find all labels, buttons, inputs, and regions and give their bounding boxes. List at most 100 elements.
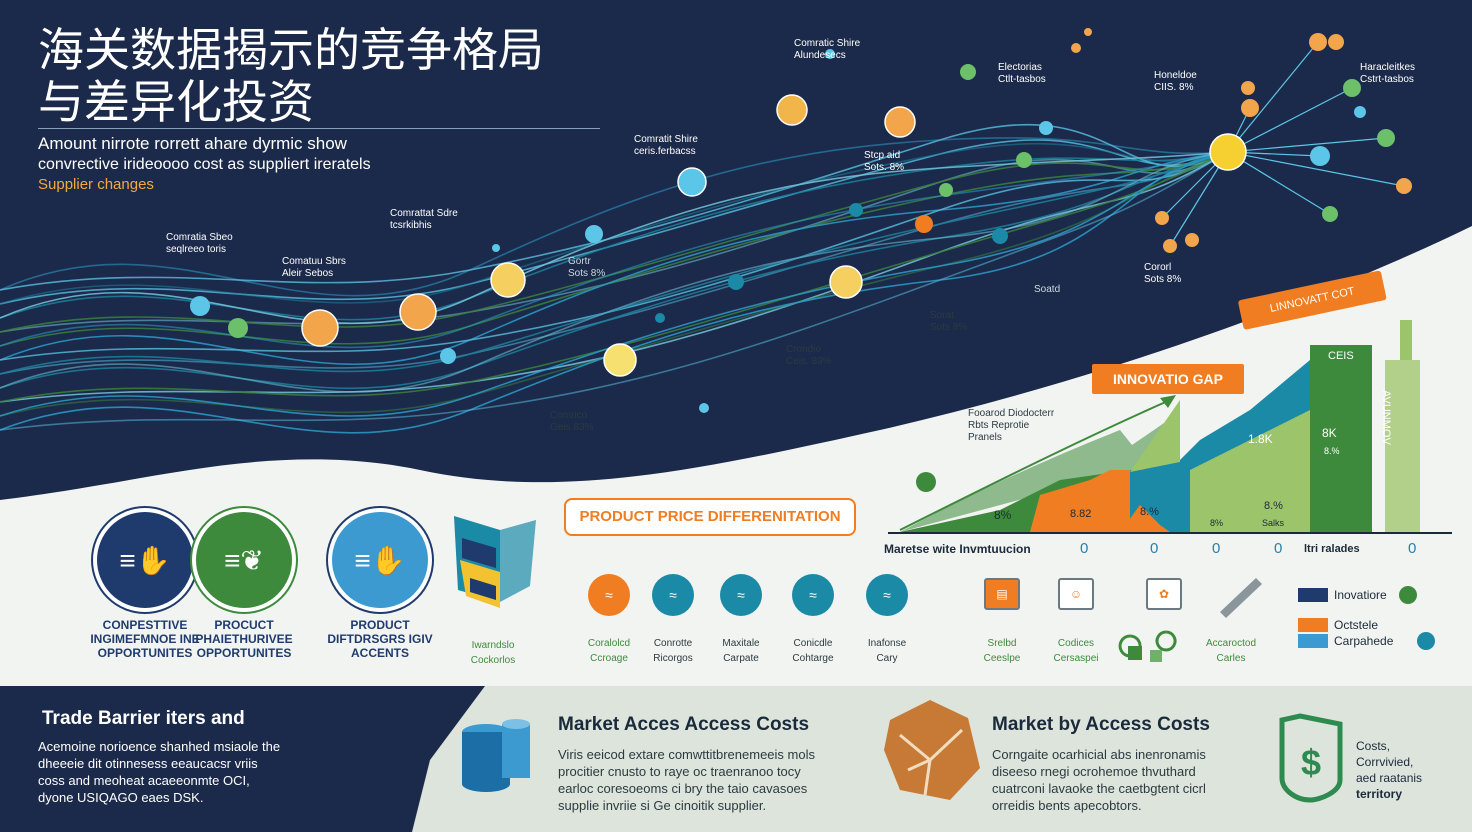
footer-text-middle: Viris eeicod extare comwttitbrenemeeis m… [558, 747, 815, 813]
network-node [825, 49, 835, 59]
network-node [1328, 34, 1344, 50]
chart-hand-icon: ≡✋ [97, 512, 193, 608]
network-node [829, 265, 863, 299]
card-label-3: OPPORTUNITES [97, 646, 193, 660]
product-price-banner: PRODUCT PRICE DIFFERENITATION [564, 498, 856, 536]
chart-value: Salks [1262, 518, 1285, 528]
network-node [585, 225, 603, 243]
chart-note: Fooarod Diodocterr Rbts Reprotie Pranels [968, 408, 1055, 443]
box-item: ▤ Srelbd Ceeslpe [972, 578, 1032, 666]
network-node [1016, 152, 1032, 168]
box-item: ✿ [1144, 578, 1184, 610]
network-node [492, 244, 500, 252]
network-line [0, 151, 1229, 333]
opportunity-card-text: PRODUCT DIFTDRSGRS IGIV ACCENTS [327, 618, 433, 660]
network-line [0, 151, 1229, 417]
chart-value: CEIS [1328, 350, 1354, 362]
network-spoke [1227, 41, 1319, 153]
network-line [0, 151, 1229, 347]
network-spoke [1227, 137, 1387, 153]
network-line [0, 151, 1229, 349]
page-title: 海关数据揭示的竞争格局 与差异化投资 [38, 24, 638, 128]
card-label-2: INGIMEFMNOE INE [90, 632, 200, 646]
opportunity-card: ≡✋ [332, 512, 428, 608]
network-node [1241, 81, 1255, 95]
network-node [228, 318, 248, 338]
title-line-1: 海关数据揭示的竞争格局 [38, 23, 544, 77]
network-spoke [1227, 151, 1405, 187]
metric-item: ≈ Conrotte Ricorgos [648, 574, 698, 666]
network-node [1354, 106, 1366, 118]
axis-zero: 0 [1212, 540, 1221, 557]
network-node [1322, 206, 1338, 222]
network-node [1163, 239, 1177, 253]
network-node [190, 296, 210, 316]
network-node [1377, 129, 1395, 147]
network-node [440, 348, 456, 364]
chart-value: 8% [1210, 518, 1224, 528]
chart-value: 8% [994, 508, 1012, 522]
card-label-1: CONPESTTIVE [102, 618, 188, 632]
network-spoke [1227, 87, 1353, 153]
network-line [0, 123, 1229, 291]
wave-icon: ≈ [652, 574, 694, 616]
chart-value: 8.82 [1070, 508, 1092, 520]
axis-zero: 0 [1408, 540, 1417, 557]
chart-value: 8.% [1324, 446, 1340, 456]
network-node [915, 215, 933, 233]
footer-text-left: Acemoine norioence shanhed msiaole the d… [38, 739, 281, 805]
metric-item: ≈ Coralolcd Ccroage [584, 574, 634, 666]
network-node [399, 293, 437, 331]
box-icon: ☺ [1058, 578, 1094, 610]
footer-heading-right: Market by Access Costs [992, 714, 1210, 735]
title-divider [38, 128, 600, 129]
opportunity-card-text: PROCUCT PHAIETHURIVEE OPPORTUNITES [195, 618, 293, 660]
network-line [0, 142, 1229, 305]
network-node [490, 262, 526, 298]
network-node [677, 167, 707, 197]
x-axis-label: Maretse wite Invmtuucion [884, 542, 1031, 556]
legend: Inovatiore Octstele Carpahede [1298, 586, 1436, 650]
metric-item: ≈ Maxitale Carpate [716, 574, 766, 666]
wave-icon: ≈ [866, 574, 908, 616]
metric-item: ≈ Inafonse Cary [862, 574, 912, 666]
legend-item: Carpahede [1298, 632, 1436, 650]
network-node [1309, 33, 1327, 51]
network-line [0, 137, 1229, 297]
footer-heading-left: Trade Barrier iters and [42, 708, 245, 729]
network-node [776, 94, 808, 126]
network-node [1039, 121, 1053, 135]
network-node [699, 403, 709, 413]
innovation-gap-banner: INNOVATIO GAP [1092, 364, 1244, 394]
legend-item: Inovatiore [1298, 586, 1435, 604]
badge-text: Costs, Corrvivied, aed raatanis territor… [1356, 739, 1423, 801]
chart-value: 1.8K [1248, 432, 1273, 446]
subtitle-line-2: convrective irideoooo cost as suppliert … [38, 156, 371, 173]
network-node [939, 183, 953, 197]
axis-zero: 0 [1150, 540, 1159, 557]
axis-zero: 0 [1080, 540, 1089, 557]
database-stack-icon [462, 719, 530, 792]
network-node [655, 313, 665, 323]
opportunity-card: ≡❦ [196, 512, 292, 608]
network-node [1343, 79, 1361, 97]
network-node [1396, 178, 1412, 194]
footer-heading-middle: Market Acces Access Costs [558, 714, 810, 735]
box-item: ☺ Codices Cersaspei [1046, 578, 1106, 666]
network-line [0, 151, 1229, 403]
network-node [960, 64, 976, 80]
opportunity-card: ≡✋ CONPESTTIVE INGIMEFMNOE INE OPPORTUNI… [62, 512, 228, 660]
network-line [0, 151, 1229, 431]
network-line [0, 151, 1229, 321]
